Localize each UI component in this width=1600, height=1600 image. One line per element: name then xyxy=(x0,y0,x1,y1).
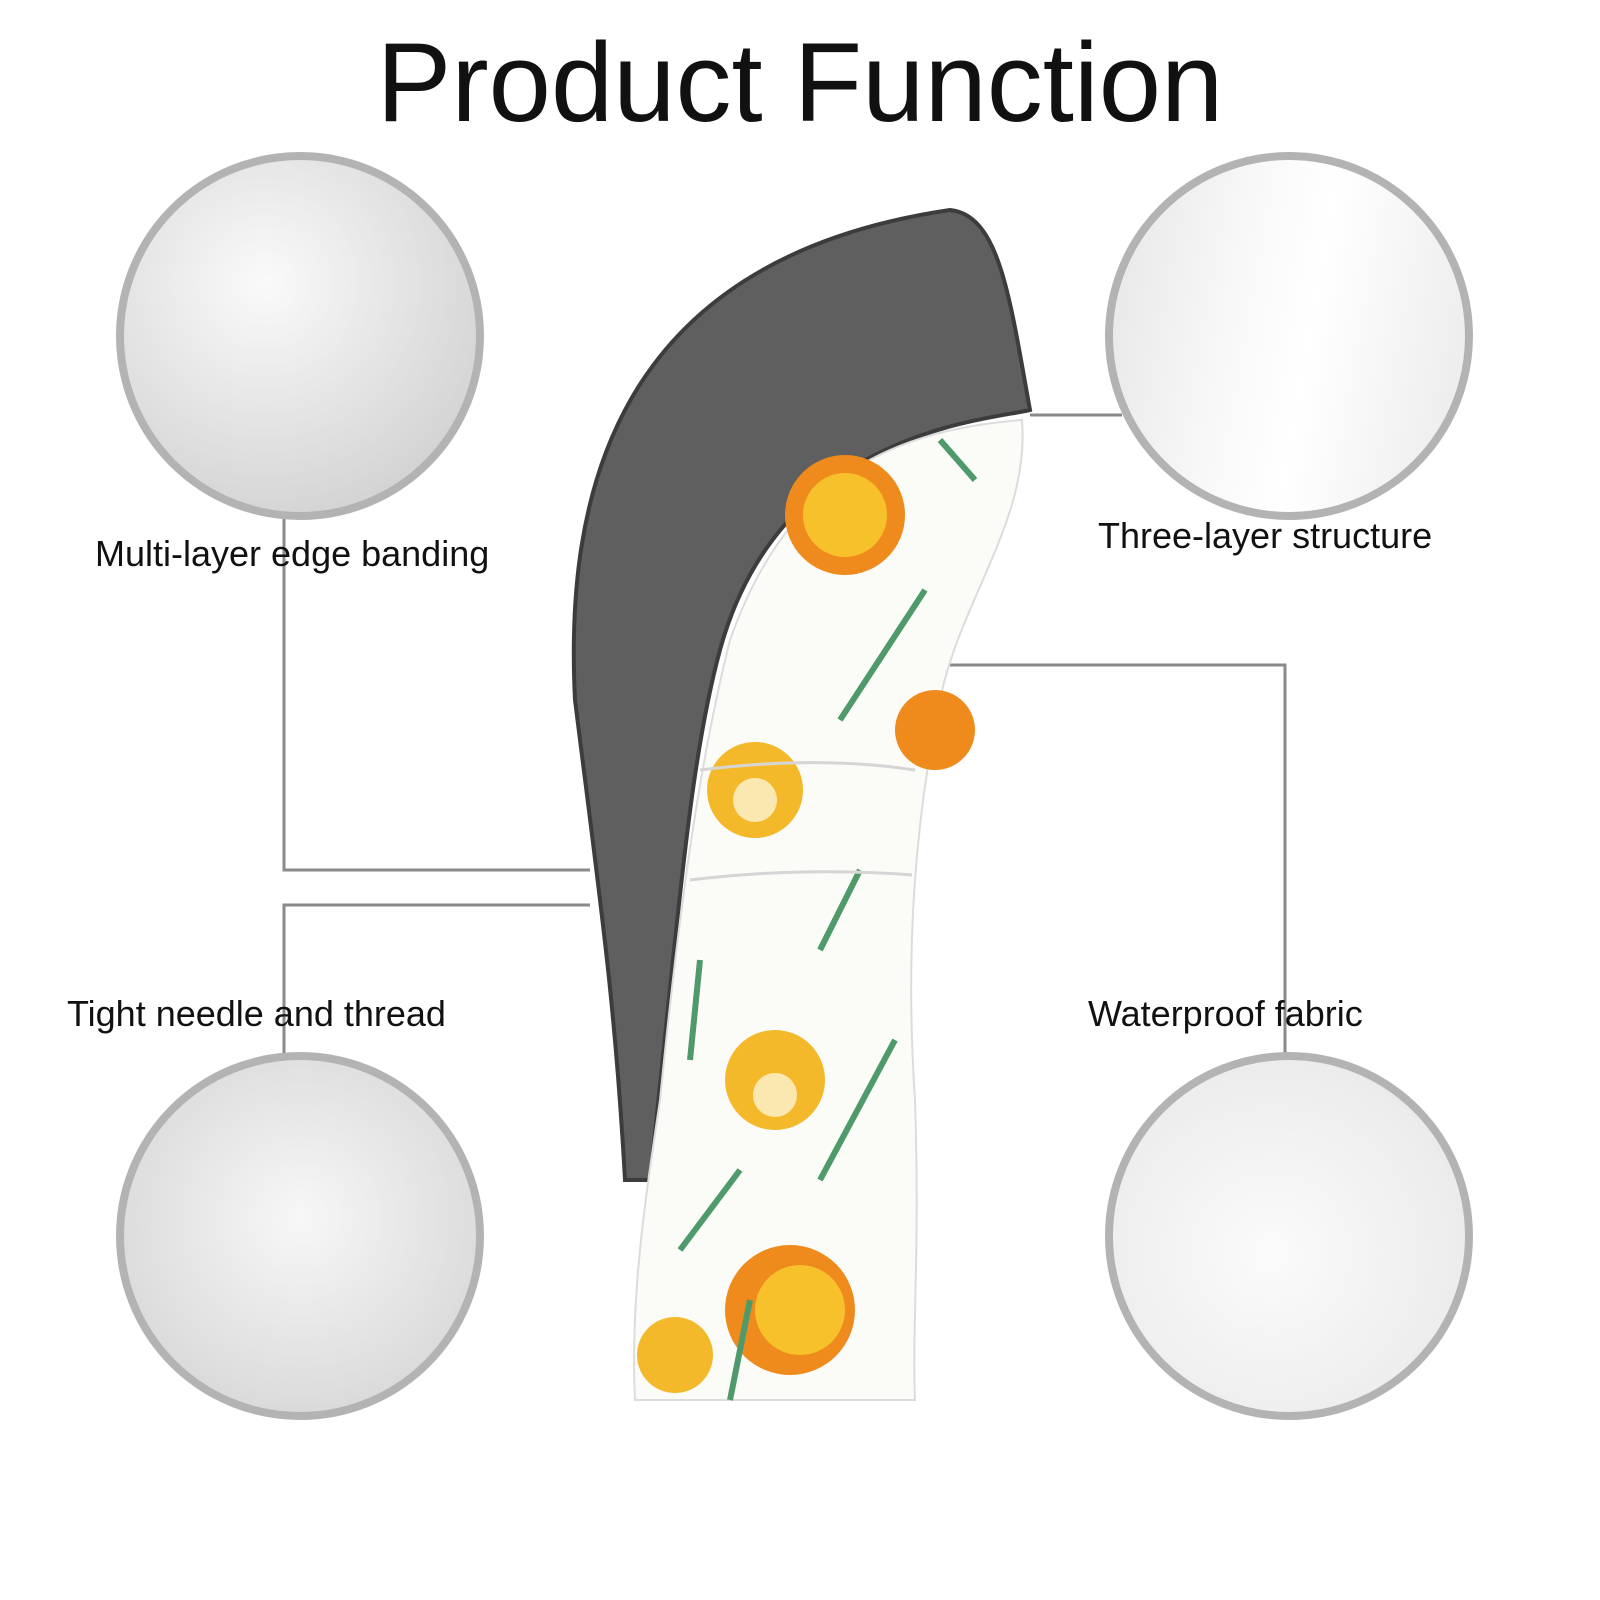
detail-three-layer-image xyxy=(1105,152,1473,520)
detail-edge-banding-image xyxy=(116,152,484,520)
leaf-pattern xyxy=(677,438,978,1401)
feature-label-stitching: Tight needle and thread xyxy=(67,993,446,1034)
detail-waterproof-image xyxy=(1105,1052,1473,1420)
detail-stitching-image xyxy=(116,1052,484,1420)
feature-label-three-layer: Three-layer structure xyxy=(1098,515,1433,556)
feature-label-edge-banding: Multi-layer edge banding xyxy=(95,533,490,574)
feature-label-waterproof: Waterproof fabric xyxy=(1088,993,1363,1034)
lion-pattern xyxy=(637,455,975,1393)
page-title: Product Function xyxy=(376,20,1224,145)
